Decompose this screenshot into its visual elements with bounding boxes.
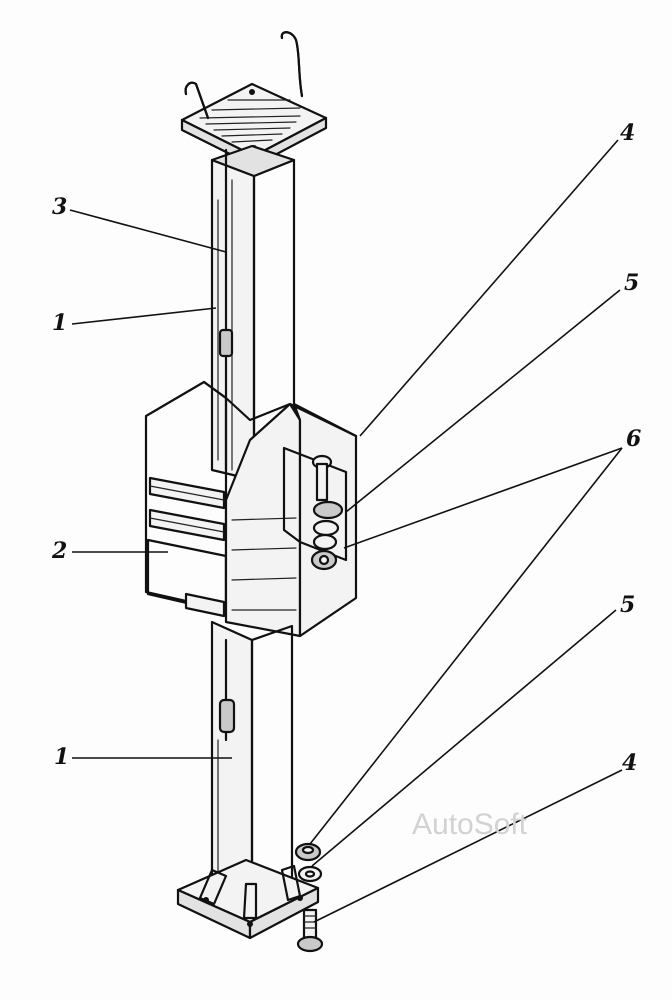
leader-6a — [343, 447, 623, 549]
callout-2: 2 — [51, 538, 67, 564]
leader-5-lower — [311, 609, 617, 867]
leader-5-upper — [345, 289, 621, 513]
callout-5-lower: 5 — [620, 592, 635, 618]
callout-1-lower: 1 — [54, 744, 69, 770]
carriage-housing — [144, 380, 358, 638]
clamp-bolt — [310, 454, 344, 571]
loose-hardware — [294, 842, 324, 953]
leader-1-upper — [71, 307, 217, 325]
callout-4-upper: 4 — [620, 120, 635, 146]
callout-3: 3 — [52, 194, 67, 220]
callout-6: 6 — [626, 426, 641, 452]
leader-4-lower — [313, 769, 623, 923]
callout-5-upper: 5 — [624, 270, 639, 296]
callout-1-upper: 1 — [52, 310, 67, 336]
leader-4-upper — [359, 139, 619, 437]
lower-column — [210, 620, 294, 902]
callout-4-lower: 4 — [622, 750, 637, 776]
carriage-cross-bars — [148, 476, 226, 542]
leader-6b — [309, 447, 623, 845]
watermark-text: AutoSoft — [412, 808, 528, 841]
callout-labels: 3 1 2 1 4 5 6 5 4 — [51, 120, 641, 776]
leader-lines — [69, 139, 623, 923]
leader-3 — [69, 209, 227, 253]
base-plate — [176, 858, 320, 940]
top-hooks — [184, 31, 304, 120]
